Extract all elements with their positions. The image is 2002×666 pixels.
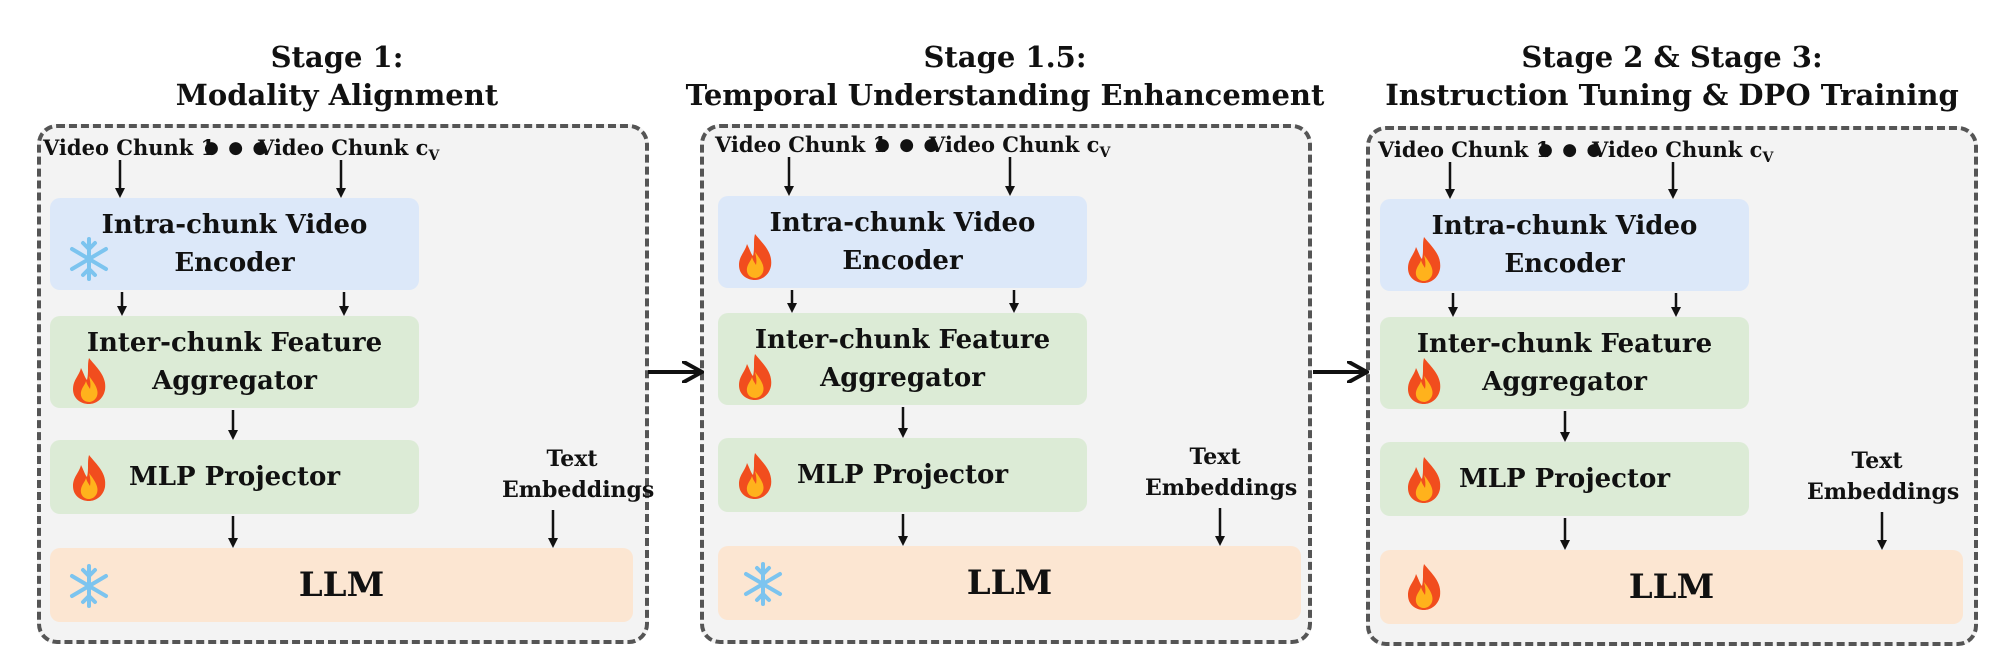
stage-1: Stage 1: Modality Alignment Video Chunk … xyxy=(37,0,654,666)
video-chunk-last: Video Chunk cV xyxy=(1592,137,1773,166)
stage-title-line2: Instruction Tuning & DPO Training xyxy=(1385,78,1959,112)
text-line1: Text xyxy=(546,446,598,472)
fire-icon xyxy=(1408,358,1441,404)
stage-title: Stage 2 & Stage 3: Instruction Tuning & … xyxy=(1352,38,1992,114)
mlp-projector: MLP Projector xyxy=(50,440,419,514)
stage-1-5: Stage 1.5: Temporal Understanding Enhanc… xyxy=(686,0,1324,666)
fire-icon xyxy=(73,358,106,404)
aggregator-label-line2: Aggregator xyxy=(152,366,317,396)
fire-icon xyxy=(1408,237,1441,283)
stage-title-line1: Stage 2 & Stage 3: xyxy=(1521,40,1823,74)
video-chunk-subscript: V xyxy=(1762,150,1774,167)
video-chunk-subscript: V xyxy=(428,148,440,165)
encoder-label-line2: Encoder xyxy=(1504,249,1625,279)
text-line2: Embeddings xyxy=(1807,479,1960,505)
video-chunk-first: Video Chunk 1 xyxy=(715,132,888,157)
snowflake-icon xyxy=(70,237,108,281)
text-line1: Text xyxy=(1189,444,1241,470)
stage-title-line2: Modality Alignment xyxy=(175,78,499,112)
llm-block: LLM xyxy=(718,546,1301,620)
stage-2-3: Stage 2 & Stage 3: Instruction Tuning & … xyxy=(1366,0,1978,666)
llm-label: LLM xyxy=(966,563,1053,603)
aggregator-label-line2: Aggregator xyxy=(820,363,985,393)
fire-icon xyxy=(739,234,772,280)
text-line1: Text xyxy=(1851,448,1903,474)
ellipsis-dots: ● ● ● xyxy=(1538,140,1604,160)
llm-label: LLM xyxy=(298,565,385,605)
mlp-projector: MLP Projector xyxy=(718,438,1087,512)
fire-icon xyxy=(739,453,772,499)
aggregator-label-line1: Inter-chunk Feature xyxy=(754,325,1051,355)
aggregator-label-line1: Inter-chunk Feature xyxy=(1416,329,1713,359)
video-chunk-subscript: V xyxy=(1099,145,1111,162)
projector-label: MLP Projector xyxy=(796,460,1009,490)
projector-label: MLP Projector xyxy=(1458,464,1671,494)
video-chunk-last: Video Chunk cV xyxy=(258,135,439,164)
fire-icon xyxy=(739,354,772,400)
aggregator-label-line2: Aggregator xyxy=(1482,367,1647,397)
stage-title: Stage 1.5: Temporal Understanding Enhanc… xyxy=(665,38,1345,114)
llm-label: LLM xyxy=(1628,567,1715,607)
stage-title-line1: Stage 1.5: xyxy=(923,40,1087,74)
stage-title: Stage 1: Modality Alignment xyxy=(37,38,637,114)
encoder-label-line1: Intra-chunk Video xyxy=(101,210,368,240)
video-chunk-last: Video Chunk cV xyxy=(929,132,1110,161)
encoder-label-line2: Encoder xyxy=(174,248,295,278)
encoder-label-line2: Encoder xyxy=(842,246,963,276)
llm-block: LLM xyxy=(1380,550,1963,624)
video-chunk-last-label: Video Chunk c xyxy=(929,132,1100,157)
encoder-label-line1: Intra-chunk Video xyxy=(1431,211,1698,241)
video-chunk-first: Video Chunk 1 xyxy=(43,135,216,160)
aggregator-label-line1: Inter-chunk Feature xyxy=(86,328,383,358)
video-chunk-last-label: Video Chunk c xyxy=(258,135,429,160)
video-chunk-first: Video Chunk 1 xyxy=(1378,137,1551,162)
encoder-label-line1: Intra-chunk Video xyxy=(769,208,1036,238)
stage-title-line1: Stage 1: xyxy=(270,40,404,74)
snowflake-icon xyxy=(744,562,782,606)
video-chunk-last-label: Video Chunk c xyxy=(1592,137,1763,162)
text-line2: Embeddings xyxy=(1145,475,1298,501)
ellipsis-dots: ● ● ● xyxy=(875,135,941,155)
llm-block: LLM xyxy=(50,548,633,622)
ellipsis-dots: ● ● ● xyxy=(204,138,270,158)
fire-icon xyxy=(73,455,106,501)
snowflake-icon xyxy=(70,564,108,608)
projector-label: MLP Projector xyxy=(128,462,341,492)
fire-icon xyxy=(1408,564,1441,610)
stage-title-line2: Temporal Understanding Enhancement xyxy=(685,78,1325,112)
text-line2: Embeddings xyxy=(502,477,655,503)
fire-icon xyxy=(1408,457,1441,503)
mlp-projector: MLP Projector xyxy=(1380,442,1749,516)
